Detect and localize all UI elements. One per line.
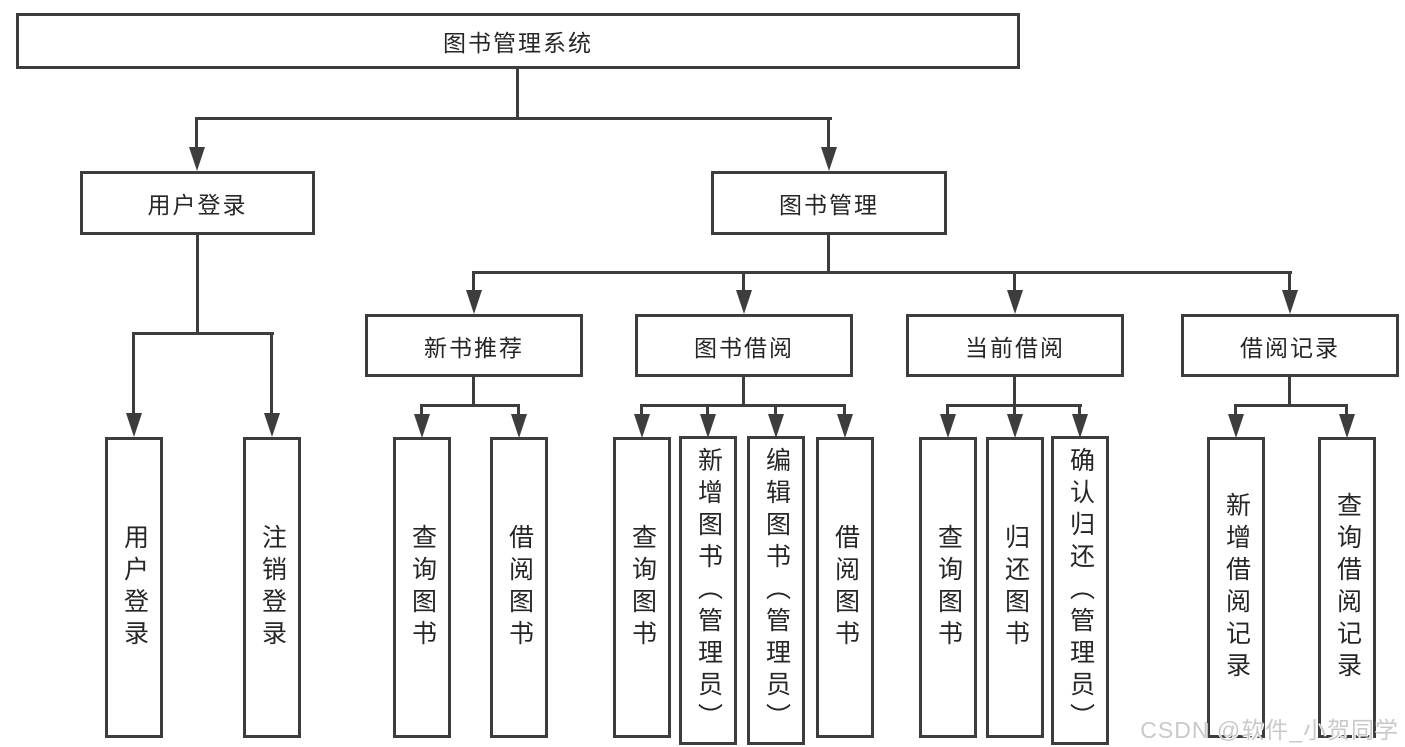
connector-root-vline — [516, 66, 519, 120]
connector-userlogin-hline — [132, 332, 274, 335]
arrow-down-icon — [511, 414, 527, 438]
node-book-management: 图书管理 — [711, 171, 947, 235]
connector-bookmgmt-stem4 — [1288, 271, 1291, 293]
connector-records-stem1 — [1234, 404, 1237, 417]
arrow-down-icon — [1007, 414, 1023, 438]
connector-bookmgmt-stem1 — [472, 271, 475, 293]
leaf-query-books-newbook: 查询图书 — [393, 437, 451, 738]
node-borrow-records: 借阅记录 — [1181, 314, 1399, 377]
arrow-down-icon — [1282, 290, 1298, 314]
connector-bookmgmt-vline — [827, 235, 830, 274]
connector-bookborrow-vline — [742, 377, 745, 407]
connector-root-stem-left — [195, 117, 198, 149]
arrow-down-icon — [1007, 290, 1023, 314]
arrow-down-icon — [1228, 414, 1244, 438]
arrow-down-icon — [768, 414, 784, 438]
csdn-watermark: CSDN @软件_小贺同学 — [1140, 717, 1399, 743]
connector-records-hline — [1234, 404, 1348, 407]
connector-root-hline — [195, 117, 832, 120]
connector-records-vline — [1288, 377, 1291, 407]
connector-records-stem2 — [1345, 404, 1348, 417]
arrow-down-icon — [1339, 414, 1355, 438]
leaf-query-books-borrow: 查询图书 — [613, 437, 671, 738]
node-new-book-recommend: 新书推荐 — [365, 314, 583, 377]
node-current-borrow: 当前借阅 — [906, 314, 1124, 377]
arrow-down-icon — [634, 414, 650, 438]
arrow-down-icon — [837, 414, 853, 438]
leaf-add-borrow-record: 新增借阅记录 — [1207, 437, 1265, 738]
arrow-down-icon — [736, 290, 752, 314]
connector-currentborrow-vline — [1013, 377, 1016, 407]
leaf-query-books-current: 查询图书 — [919, 437, 977, 738]
arrow-down-icon — [466, 290, 482, 314]
node-user-login: 用户登录 — [80, 171, 315, 235]
arrow-down-icon — [264, 413, 280, 437]
leaf-edit-book-admin: 编辑图书（管理员） — [747, 436, 805, 745]
connector-bookborrow-stem4 — [843, 404, 846, 417]
connector-bookmgmt-hline — [472, 271, 1292, 274]
arrow-down-icon — [414, 414, 430, 438]
connector-userlogin-stem1 — [132, 332, 135, 416]
leaf-return-books: 归还图书 — [986, 437, 1044, 738]
connector-userlogin-stem2 — [270, 332, 273, 416]
leaf-add-book-admin: 新增图书（管理员） — [679, 436, 737, 745]
leaf-confirm-return-admin: 确认归还（管理员） — [1051, 436, 1109, 745]
leaf-logout: 注销登录 — [243, 437, 301, 738]
connector-bookmgmt-stem2 — [742, 271, 745, 293]
connector-bookborrow-stem1 — [640, 404, 643, 417]
arrow-down-icon — [126, 413, 142, 437]
connector-bookborrow-stem3 — [774, 404, 777, 417]
leaf-borrow-books-borrow: 借阅图书 — [816, 437, 874, 738]
connector-newbook-hline — [420, 404, 520, 407]
connector-currentborrow-stem2 — [1013, 404, 1016, 417]
arrow-down-icon — [1072, 414, 1088, 438]
connector-userlogin-vline — [196, 235, 199, 335]
node-book-borrow: 图书借阅 — [635, 314, 853, 377]
connector-currentborrow-stem3 — [1078, 404, 1081, 417]
connector-root-stem-right — [827, 117, 830, 149]
connector-currentborrow-stem1 — [946, 404, 949, 417]
connector-newbook-stem1 — [420, 404, 423, 417]
leaf-borrow-books-newbook: 借阅图书 — [490, 437, 548, 738]
arrow-down-icon — [940, 414, 956, 438]
connector-newbook-vline — [472, 377, 475, 407]
leaf-user-login: 用户登录 — [105, 437, 163, 738]
leaf-query-borrow-record: 查询借阅记录 — [1318, 437, 1376, 738]
connector-bookborrow-hline — [640, 404, 846, 407]
connector-bookmgmt-stem3 — [1013, 271, 1016, 293]
connector-newbook-stem2 — [517, 404, 520, 417]
connector-bookborrow-stem2 — [706, 404, 709, 417]
arrow-down-icon — [189, 147, 205, 171]
arrow-down-icon — [700, 414, 716, 438]
node-root: 图书管理系统 — [16, 13, 1020, 69]
arrow-down-icon — [821, 147, 837, 171]
